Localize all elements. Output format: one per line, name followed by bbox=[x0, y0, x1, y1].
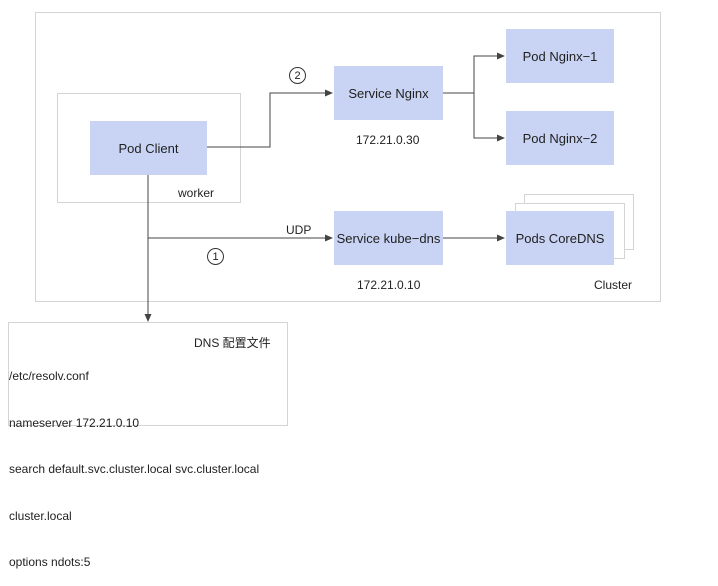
dns-config-line: nameserver 172.21.0.10 bbox=[9, 415, 140, 430]
dns-config-line: cluster.local bbox=[9, 508, 72, 523]
pod-nginx-2-node: Pod Nginx−2 bbox=[506, 111, 614, 165]
service-nginx-node: Service Nginx bbox=[334, 66, 443, 120]
pod-nginx-1-node: Pod Nginx−1 bbox=[506, 29, 614, 83]
edge-to-pod-nginx-1 bbox=[473, 52, 505, 93]
pod-client-node: Pod Client bbox=[90, 121, 207, 175]
udp-label: UDP bbox=[286, 223, 312, 237]
pods-coredns-node: Pods CoreDNS bbox=[506, 211, 614, 265]
dns-config-box bbox=[8, 322, 288, 426]
dns-config-lines: /etc/resolv.conf nameserver 172.21.0.10 … bbox=[9, 338, 259, 586]
service-kube-dns-node: Service kube−dns bbox=[334, 211, 443, 265]
worker-boundary bbox=[57, 93, 241, 203]
service-kube-dns-ip: 172.21.0.10 bbox=[357, 278, 421, 292]
edge-to-pod-nginx-2 bbox=[473, 93, 505, 142]
dns-config-title: DNS 配置文件 bbox=[194, 336, 271, 350]
cluster-boundary bbox=[35, 12, 661, 302]
worker-label: worker bbox=[178, 186, 215, 200]
service-nginx-ip: 172.21.0.30 bbox=[356, 133, 420, 147]
step-2-marker: 2 bbox=[289, 67, 306, 84]
step-1-marker: 1 bbox=[207, 248, 224, 265]
cluster-label: Cluster bbox=[594, 278, 633, 292]
edges-layer bbox=[144, 52, 505, 322]
dns-config-line: /etc/resolv.conf bbox=[9, 369, 89, 383]
dns-config-line: options ndots:5 bbox=[9, 555, 91, 569]
dns-config-line: search default.svc.cluster.local svc.clu… bbox=[9, 462, 260, 476]
edge-client-to-service-nginx bbox=[207, 89, 333, 148]
